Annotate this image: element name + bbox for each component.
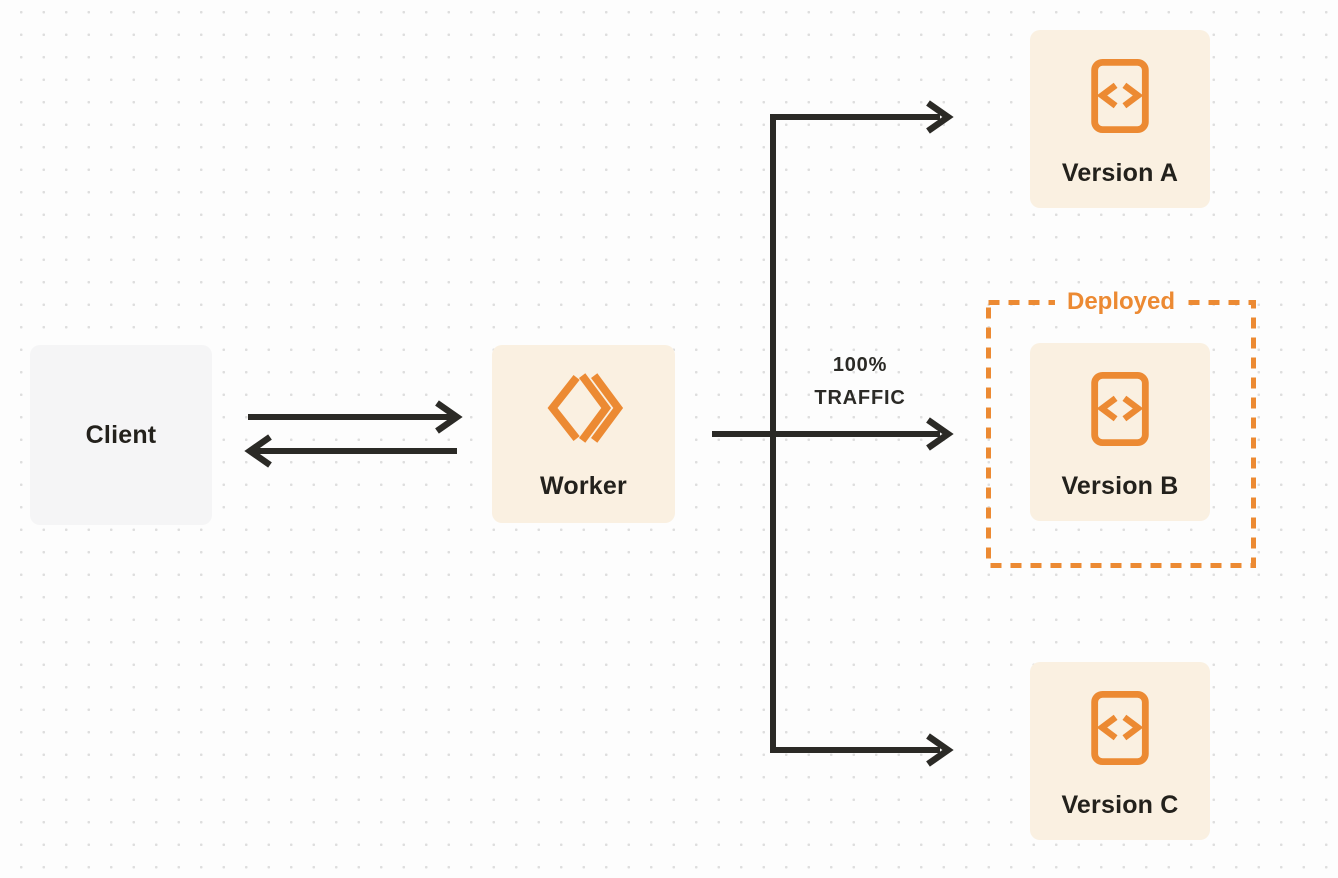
worker-node: Worker (492, 345, 675, 523)
code-file-icon (1089, 690, 1151, 766)
version-b-label: Version B (1061, 472, 1179, 500)
version-c-node: Version C (1030, 662, 1210, 840)
traffic-percent: 100% (832, 354, 888, 376)
code-file-icon (1089, 58, 1151, 134)
version-c-arrowhead (926, 733, 954, 767)
cloudflare-workers-icon (545, 371, 623, 445)
version-a-arrowhead (926, 100, 954, 134)
version-b-arrowhead (926, 417, 954, 451)
traffic-word: TRAFFIC (814, 387, 906, 409)
version-b-node: Version B (1030, 343, 1210, 521)
client-node: Client (30, 345, 212, 525)
client-to-worker-arrowhead (435, 400, 463, 434)
version-a-node: Version A (1030, 30, 1210, 208)
version-c-label: Version C (1061, 791, 1179, 819)
worker-label: Worker (540, 472, 627, 500)
client-label: Client (85, 421, 157, 449)
code-file-icon (1089, 371, 1151, 447)
deployed-label: Deployed (1054, 287, 1188, 317)
traffic-label: 100% TRAFFIC (810, 349, 910, 415)
version-a-label: Version A (1061, 159, 1179, 187)
worker-to-client-arrowhead (244, 434, 272, 468)
branch-trunk-line (712, 114, 940, 753)
